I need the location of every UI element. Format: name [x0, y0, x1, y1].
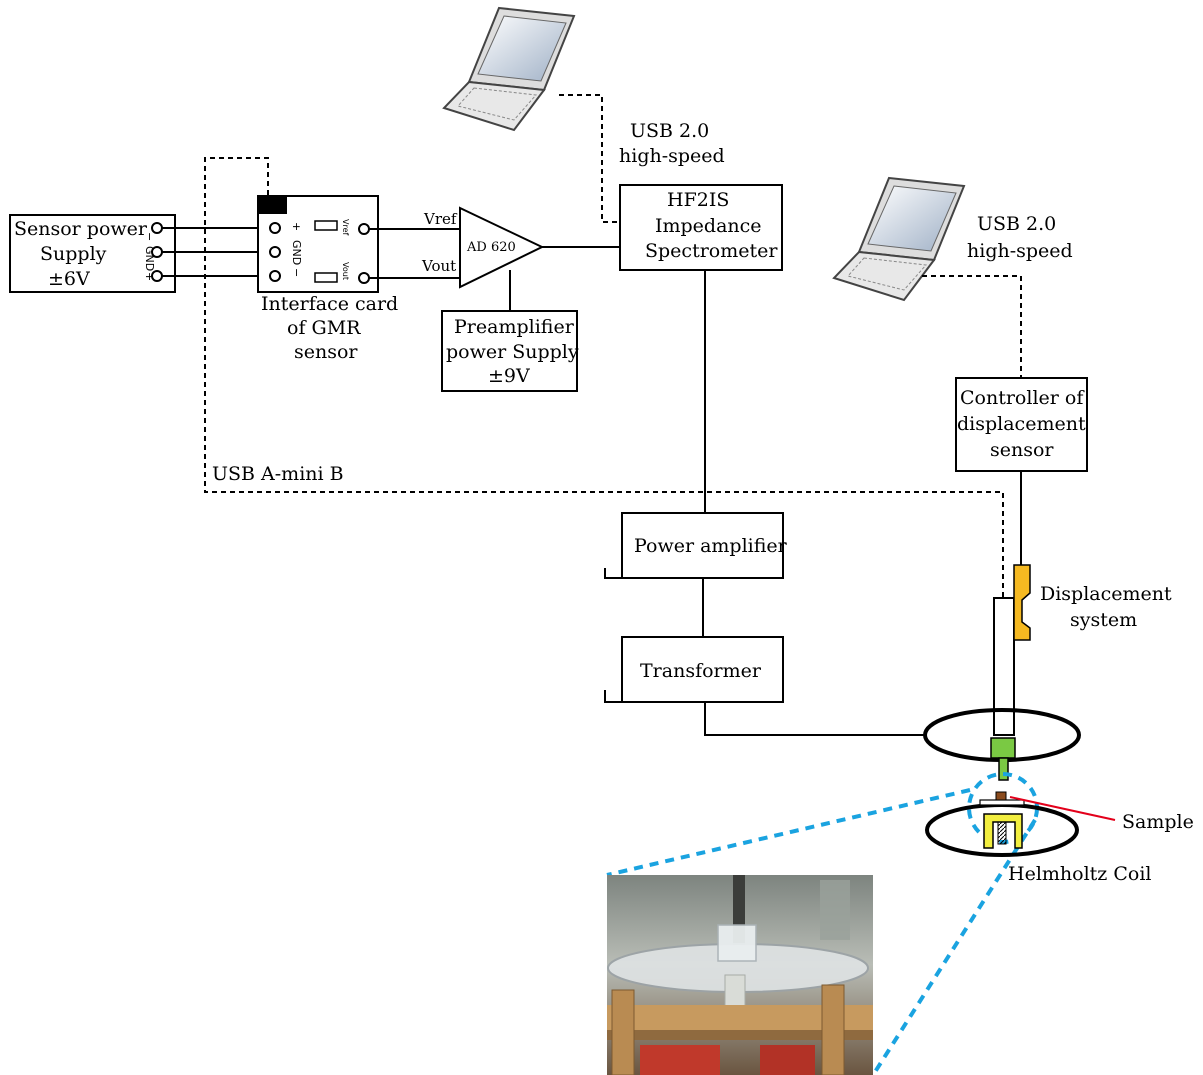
controller-label-3: sensor: [990, 439, 1054, 461]
probe-tip: [999, 758, 1008, 780]
interface-card-label-1: Interface card: [261, 293, 398, 315]
vref-label: Vref: [423, 210, 458, 228]
sensor-terminal: [152, 271, 162, 281]
usb-connector: [259, 196, 287, 214]
hf2is-label-2: Impedance: [655, 215, 762, 237]
card-pin-plus: +: [290, 222, 303, 231]
preamp-power-label-1: Preamplifier: [454, 316, 575, 338]
sample: [996, 792, 1006, 800]
sensor-power-label-2: Supply: [40, 243, 107, 265]
usb-right-link: [922, 276, 1021, 378]
helmholtz-label: Helmholtz Coil: [1008, 863, 1151, 885]
wire: [705, 702, 925, 735]
usb-top-label-1: USB 2.0: [630, 120, 709, 142]
card-vref-label: Vref: [341, 219, 350, 236]
sensor-terminal: [152, 223, 162, 233]
usb-right-label-1: USB 2.0: [977, 213, 1056, 235]
preamp-power-label-3: ±9V: [488, 365, 530, 387]
displacement-actuator: [1014, 565, 1030, 640]
card-terminal: [359, 224, 369, 234]
laptop-top-icon: [444, 8, 574, 130]
card-terminal: [270, 223, 280, 233]
usb-top-label-2: high-speed: [619, 145, 725, 167]
zoom-line-right: [875, 820, 1035, 1072]
laptop-right-icon: [834, 178, 964, 300]
displacement-label-2: system: [1070, 609, 1137, 631]
chip-pad: [315, 221, 337, 230]
transformer-label: Transformer: [640, 660, 762, 682]
displacement-rod: [994, 598, 1014, 735]
controller-label-2: displacement: [957, 413, 1086, 435]
card-pin-minus: −: [290, 268, 303, 277]
card-terminal: [270, 271, 280, 281]
chip-pad: [315, 273, 337, 282]
power-amplifier-label: Power amplifier: [634, 535, 788, 557]
ground-symbol: [605, 690, 622, 702]
interface-card-label-2: of GMR: [287, 317, 361, 339]
sensor-power-label-1: Sensor power: [14, 218, 148, 240]
hf2is-label-1: HF2IS: [667, 189, 729, 211]
hf2is-label-3: Spectrometer: [645, 240, 778, 262]
interface-card-label-3: sensor: [294, 341, 358, 363]
sample-label: Sample: [1122, 811, 1194, 833]
vout-label: Vout: [421, 257, 456, 275]
card-terminal: [270, 247, 280, 257]
controller-label-1: Controller of: [960, 387, 1085, 409]
holder-screw: [998, 822, 1006, 844]
zoom-line-left: [607, 790, 970, 875]
sensor-power-label-3: ±6V: [48, 268, 90, 290]
probe-head: [991, 738, 1015, 758]
displacement-label-1: Displacement: [1040, 583, 1172, 605]
preamp-power-label-2: power Supply: [446, 341, 579, 363]
usb-mini-label: USB A-mini B: [212, 463, 344, 485]
photo-inset: [607, 875, 873, 1075]
amplifier-label: AD 620: [466, 240, 516, 255]
card-pin-gnd: GND: [290, 240, 303, 265]
usb-right-label-2: high-speed: [967, 240, 1073, 262]
sensor-terminal: [152, 247, 162, 257]
card-vout-label: Vout: [341, 262, 350, 280]
sensor-pin-minus: −: [143, 232, 156, 241]
card-terminal: [359, 273, 369, 283]
ground-symbol: [605, 568, 622, 578]
sample-plate: [980, 800, 1024, 805]
usb-top-link: [559, 95, 620, 222]
